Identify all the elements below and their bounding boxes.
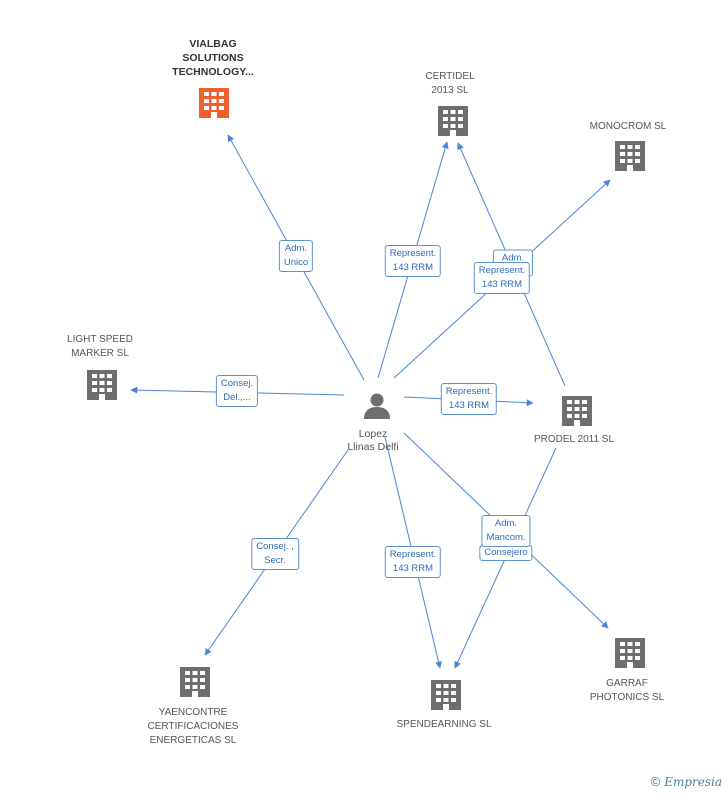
company-name-line: SPENDEARNING SL [396,719,492,730]
edge-label-adm-unico: Adm. Unico [278,240,314,272]
edge-label-line: Represent. [389,549,437,560]
company-label-vialbag[interactable]: VIALBAG SOLUTIONS TECHNOLOGY... [172,37,254,79]
company-name-line: MARKER SL [71,348,129,359]
edge-label-line: Adm. [494,518,518,529]
edge-label-line: Represent. [445,386,493,397]
company-name-line: GARRAF [606,678,648,689]
building-icon-lightspeed[interactable] [87,370,117,400]
company-name-line: LIGHT SPEED [67,334,133,345]
company-label-garraf[interactable]: GARRAF PHOTONICS SL [590,677,664,705]
company-name-line: PRODEL 2011 SL [533,434,615,445]
company-name-line: SOLUTIONS [182,52,244,64]
company-name-line: VIALBAG [189,38,237,50]
edge-label-line: Adm. [501,252,525,264]
company-label-prodel[interactable]: PRODEL 2011 SL [534,433,614,447]
company-name-line: PHOTONICS SL [589,692,665,703]
person-name-line: Lopez [358,428,388,440]
edge-label-represent-spendearning: Represent. 143 RRM [384,546,442,578]
company-label-lightspeed[interactable]: LIGHT SPEED MARKER SL [67,333,133,361]
building-icon-prodel[interactable] [562,396,592,426]
edge-label-line: 143 RRM [392,262,434,273]
building-icon-yaencontre[interactable] [180,667,210,697]
company-name-line: TECHNOLOGY... [172,66,254,78]
edge-label-line: Consej. [220,378,254,389]
company-name-line: CERTIDEL [425,71,475,82]
company-label-monocrom[interactable]: MONOCROM SL [590,120,667,134]
brand-logo: Empresia [664,775,722,789]
edge-label-line: 143 RRM [481,279,523,290]
person-name-line: Llinas Delfi [347,441,399,453]
copyright-notice: ©Empresia [651,774,722,789]
edge-label-line: 143 RRM [392,563,434,574]
edge-label-consej-secr: Consej. , Secr. [251,538,299,570]
building-icon-vialbag[interactable] [199,88,229,118]
company-name-line: YAENCONTRE [158,707,228,718]
edge-label-line: Represent. [389,248,437,259]
edge-label-line: Adm. [284,243,308,254]
edge-label-line: Del.,... [223,392,251,403]
edge-label-line: 143 RRM [448,400,490,411]
company-name-line: CERTIFICACIONES [147,721,239,732]
company-name-line: ENERGETICAS SL [149,735,237,746]
building-icon-garraf[interactable] [615,638,645,668]
edge-label-line: Mancom. [486,532,526,543]
person-label[interactable]: Lopez Llinas Delfi [347,428,398,454]
edge-label-line: Secr. [264,555,286,566]
company-label-certidel[interactable]: CERTIDEL 2013 SL [425,70,474,98]
edge-label-line: Consej. , [256,541,294,552]
edge-label-consejero: Consejero [479,545,533,561]
company-name-line: 2013 SL [431,85,469,96]
company-label-yaencontre[interactable]: YAENCONTRE CERTIFICACIONES ENERGETICAS S… [148,706,239,748]
edge-label-represent-prodel: Represent. 143 RRM [440,383,498,415]
edge-label-represent-monocrom: Represent. 143 RRM [473,262,531,294]
edge-label-line: Represent. [478,265,526,276]
edge-label-adm-mancom: Adm. Mancom. [481,515,531,547]
building-icon-certidel[interactable] [438,106,468,136]
edge-label-represent-certidel: Represent. 143 RRM [384,245,442,277]
edge-label-line: Unico [283,257,309,268]
building-icon-spendearning[interactable] [431,680,461,710]
building-icon-monocrom[interactable] [615,141,645,171]
company-name-line: MONOCROM SL [589,121,667,132]
person-icon[interactable] [364,393,390,420]
copyright-icon: © [650,774,661,789]
edge-label-consej-del: Consej. Del.,... [215,375,259,407]
edge-label-line: Consejero [484,547,528,558]
company-label-spendearning[interactable]: SPENDEARNING SL [396,718,491,732]
